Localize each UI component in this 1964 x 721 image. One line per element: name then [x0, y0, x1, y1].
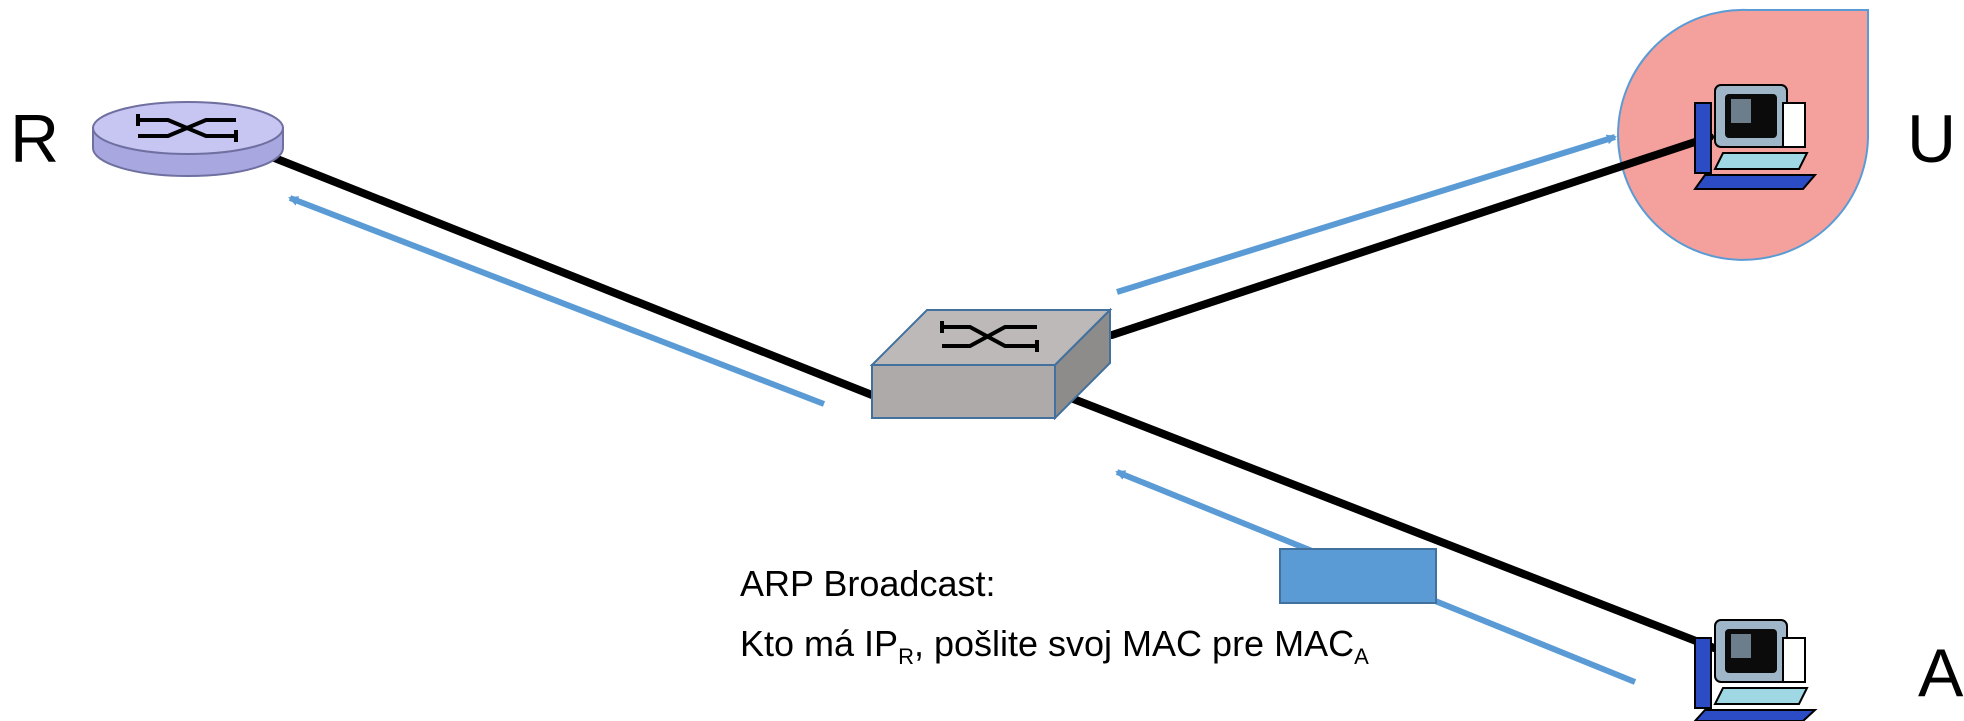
- desktop-computer-icon: [1693, 84, 1818, 190]
- router-icon: [92, 101, 284, 177]
- switch-icon: [869, 307, 1113, 421]
- caption-line-2-subscript-2: A: [1354, 644, 1369, 669]
- host-a-label: A: [1918, 635, 1964, 711]
- arrow-switch-to-router: [288, 195, 826, 407]
- link-switch-host-u: [1108, 133, 1714, 339]
- caption-line-2-part-1: Kto má IP: [740, 623, 898, 664]
- arrow-switch-to-host-u: [1116, 134, 1617, 295]
- link-router-switch: [268, 153, 876, 399]
- arp-broadcast-packet: [1279, 548, 1437, 604]
- desktop-computer-icon: [1693, 619, 1818, 721]
- link-switch-host-a: [1054, 389, 1718, 652]
- caption-line-2-subscript-1: R: [898, 644, 914, 669]
- router-label: R: [10, 101, 59, 177]
- caption-line-2: Kto má IPR, pošlite svoj MAC pre MACA: [740, 623, 1369, 669]
- host-u-label: U: [1907, 101, 1956, 177]
- caption-line-1: ARP Broadcast:: [740, 563, 995, 604]
- caption-line-2-part-2: , pošlite svoj MAC pre MAC: [914, 623, 1354, 664]
- network-links: [268, 133, 1718, 652]
